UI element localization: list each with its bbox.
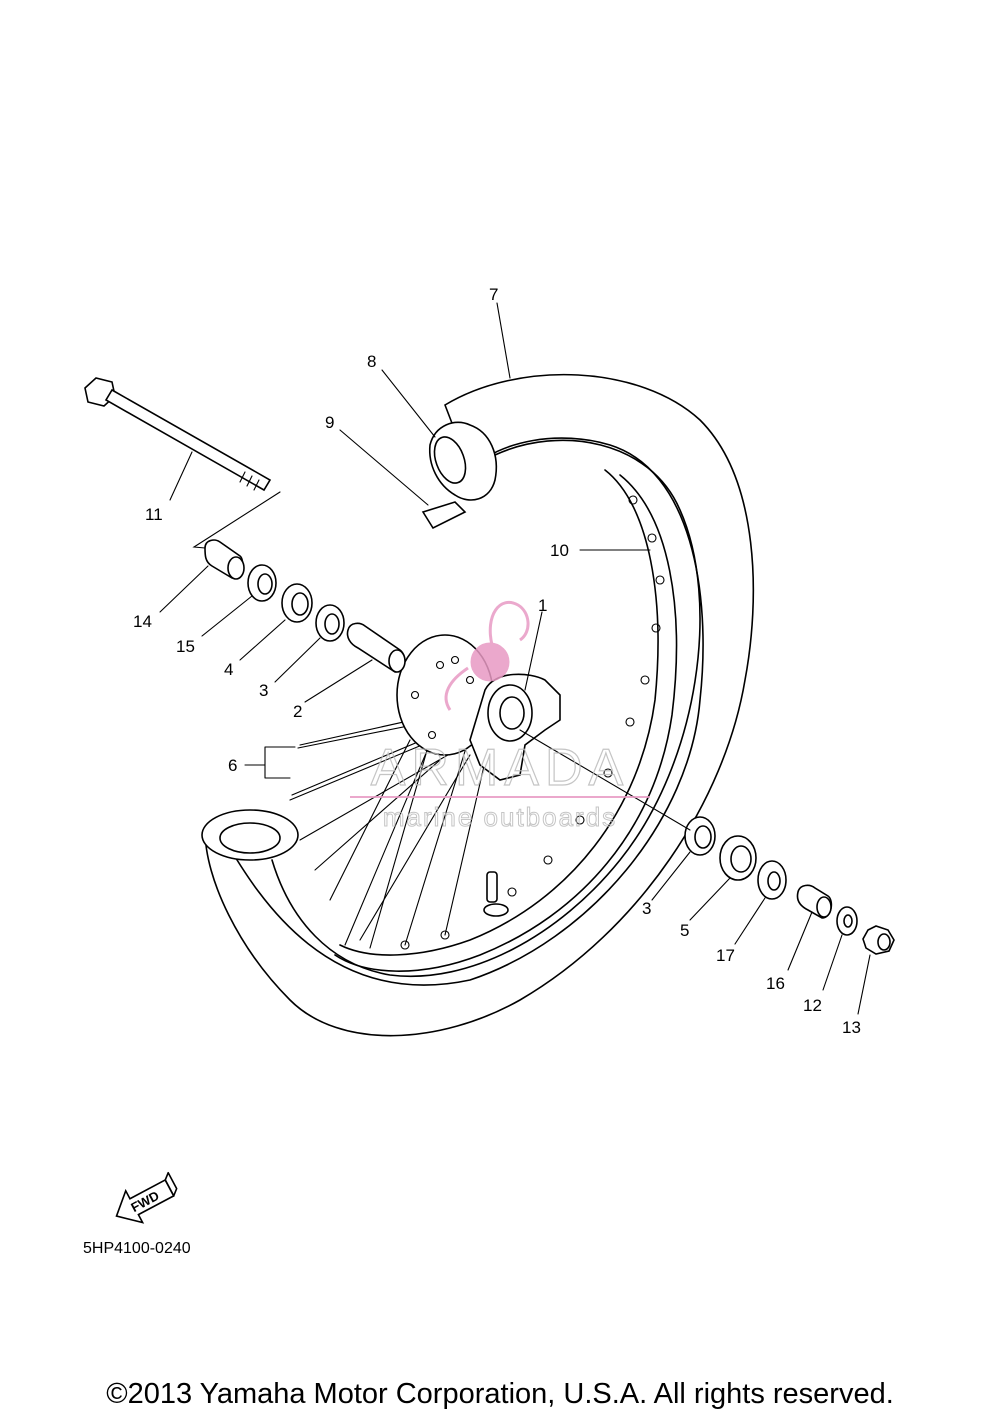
collar-17 bbox=[757, 860, 787, 900]
callout-7: 7 bbox=[489, 285, 498, 304]
watermark-brand: ARMADA bbox=[371, 739, 629, 797]
hub bbox=[396, 634, 561, 781]
collar-16 bbox=[796, 884, 833, 919]
bearing-3-left bbox=[315, 604, 345, 642]
callout-6: 6 bbox=[228, 756, 237, 775]
tube bbox=[429, 421, 497, 501]
callout-13: 13 bbox=[842, 1018, 861, 1037]
watermark: ARMADA marine outboards bbox=[350, 601, 650, 833]
spacer-2 bbox=[346, 622, 406, 673]
bearing-4 bbox=[281, 583, 313, 623]
watermark-logo bbox=[444, 601, 530, 711]
callout-12: 12 bbox=[803, 996, 822, 1015]
watermark-tagline: marine outboards bbox=[383, 802, 617, 832]
fwd-arrow-icon: FWD bbox=[115, 1171, 178, 1224]
valve-stem bbox=[483, 871, 509, 917]
collar-14 bbox=[204, 539, 245, 580]
callout-10: 10 bbox=[550, 541, 569, 560]
washer-12 bbox=[836, 906, 858, 936]
bearing-3-right bbox=[684, 816, 716, 856]
rim-band bbox=[421, 501, 467, 530]
callout-11: 11 bbox=[145, 505, 163, 524]
callout-16: 16 bbox=[766, 974, 785, 993]
callout-5: 5 bbox=[680, 921, 689, 940]
callout-8: 8 bbox=[367, 352, 376, 371]
spokes bbox=[289, 704, 501, 949]
leader-lines bbox=[159, 302, 871, 1015]
copyright-notice: ©2013 Yamaha Motor Corporation, U.S.A. A… bbox=[106, 1378, 894, 1410]
callout-3-left: 3 bbox=[259, 681, 268, 700]
drawing-number: 5HP4100-0240 bbox=[83, 1240, 191, 1257]
rim bbox=[334, 469, 678, 972]
callout-9: 9 bbox=[325, 413, 334, 432]
oil-seal-15 bbox=[247, 564, 277, 602]
callout-2: 2 bbox=[293, 702, 302, 721]
callout-15: 15 bbox=[176, 637, 195, 656]
oil-seal-5 bbox=[719, 835, 757, 881]
callout-14: 14 bbox=[133, 612, 152, 631]
callout-4: 4 bbox=[224, 660, 233, 679]
callout-3-right: 3 bbox=[642, 899, 651, 918]
wheel-axle bbox=[84, 377, 272, 492]
callout-numbers: 7 8 9 11 10 1 14 15 4 3 2 6 3 5 17 16 12… bbox=[133, 285, 861, 1037]
nut-13 bbox=[862, 925, 895, 955]
spoke-holes bbox=[400, 495, 665, 950]
callout-1: 1 bbox=[538, 596, 547, 615]
callout-17: 17 bbox=[716, 946, 735, 965]
